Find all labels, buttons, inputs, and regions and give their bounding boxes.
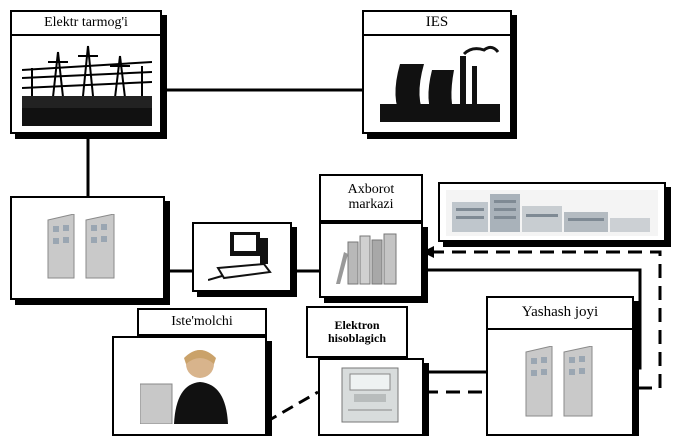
ies-label-text: IES [425, 14, 449, 31]
info-center-label-line1: Axborot [347, 182, 395, 198]
electric-meter-icon [341, 367, 399, 423]
grid-label: Elektr tarmog'i [10, 10, 162, 36]
grid-label-text: Elektr tarmog'i [44, 14, 128, 30]
info-external-dashed-connector [430, 250, 662, 390]
arrow-head [422, 246, 434, 258]
info-center-label: Axborot markazi [319, 174, 423, 222]
consumer-label-text: Iste'molchi [171, 313, 233, 329]
power-lines-icon [22, 45, 152, 126]
computer-icon [208, 232, 272, 281]
meter-label-line2: hisoblagich [327, 331, 387, 345]
consumer-meter-dashed-connector [265, 390, 319, 424]
info-center-node [319, 222, 423, 298]
residence-label-text: Yashash joyi [521, 304, 599, 321]
residence-building-icon [525, 346, 593, 417]
building-icon [47, 214, 115, 279]
city-photo-icon [446, 190, 658, 236]
meter-label: Elektron hisoblagich [306, 306, 408, 358]
books-icon [336, 233, 397, 285]
residence-label: Yashash joyi [486, 296, 634, 330]
person-icon [140, 350, 228, 424]
info-center-label-line2: markazi [348, 197, 394, 212]
power-plant-icon [380, 45, 500, 122]
ies-label: IES [362, 10, 512, 36]
meter-label-line1: Elektron [334, 318, 380, 333]
consumer-label: Iste'molchi [137, 308, 267, 336]
